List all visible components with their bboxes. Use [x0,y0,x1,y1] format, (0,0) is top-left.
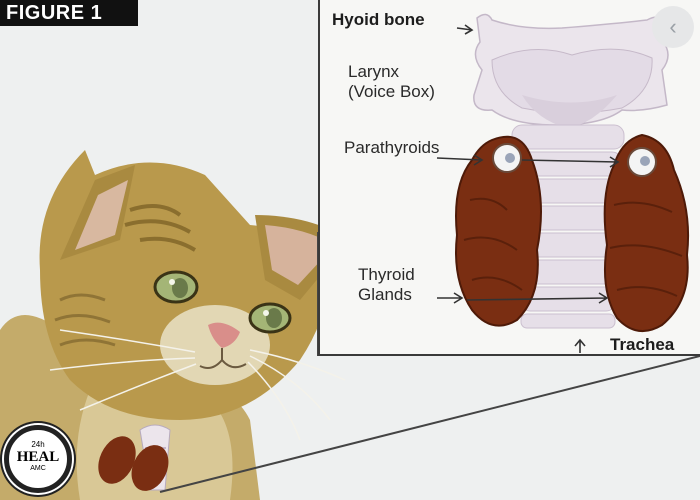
cat-left-ear-inner [75,180,128,250]
label-hyoid-bone: Hyoid bone [332,10,425,29]
neck-thyroid-right-small [131,445,169,491]
badge-bottom-text: AMC [30,465,46,472]
close-button[interactable]: ‹ [652,6,694,48]
arrow-thyroid-left [437,292,464,304]
larynx-fold [522,95,617,128]
figure-label: FIGURE 1 [0,0,138,26]
cat-neck-thyroid-diagram [98,424,171,491]
cat-cheek-stripes [54,293,116,347]
arrow-hyoid [456,24,474,35]
inset-panel: Hyoid bone Larynx (Voice Box) Parathyroi… [318,0,700,356]
thyroid-gland-right [603,133,690,333]
callout-line-lower [159,355,700,493]
label-larynx: Larynx (Voice Box) [348,62,435,101]
cat-left-eye-glint [169,279,175,285]
cat-mouth [199,348,247,369]
neck-thyroid-left-small [98,436,136,484]
badge-top-text: 24h [31,440,45,449]
arrow-trachea [574,338,586,353]
cat-whiskers [49,329,346,441]
cat-forehead-stripes [124,204,197,252]
arrow-parathyroid-left [436,154,484,166]
neck-anatomy-drawing [436,13,690,353]
arrow-thyroid-right [466,292,609,304]
cat-left-pupil [172,278,188,298]
arrow-parathyroid-right [521,156,620,168]
heal-amc-logo: 24h HEAL AMC [4,425,72,493]
cat-right-eye-glint [263,310,269,316]
label-trachea: Trachea [610,335,675,354]
label-parathyroids: Parathyroids [344,138,440,157]
cat-nose [208,322,240,348]
pointer-arrows [436,24,620,353]
badge-main-text: HEAL [16,449,60,465]
cat-right-pupil [266,308,282,328]
trachea-rings [511,124,625,329]
label-thyroid-glands: Thyroid Glands [358,265,415,304]
chevron-left-icon: ‹ [669,14,677,39]
